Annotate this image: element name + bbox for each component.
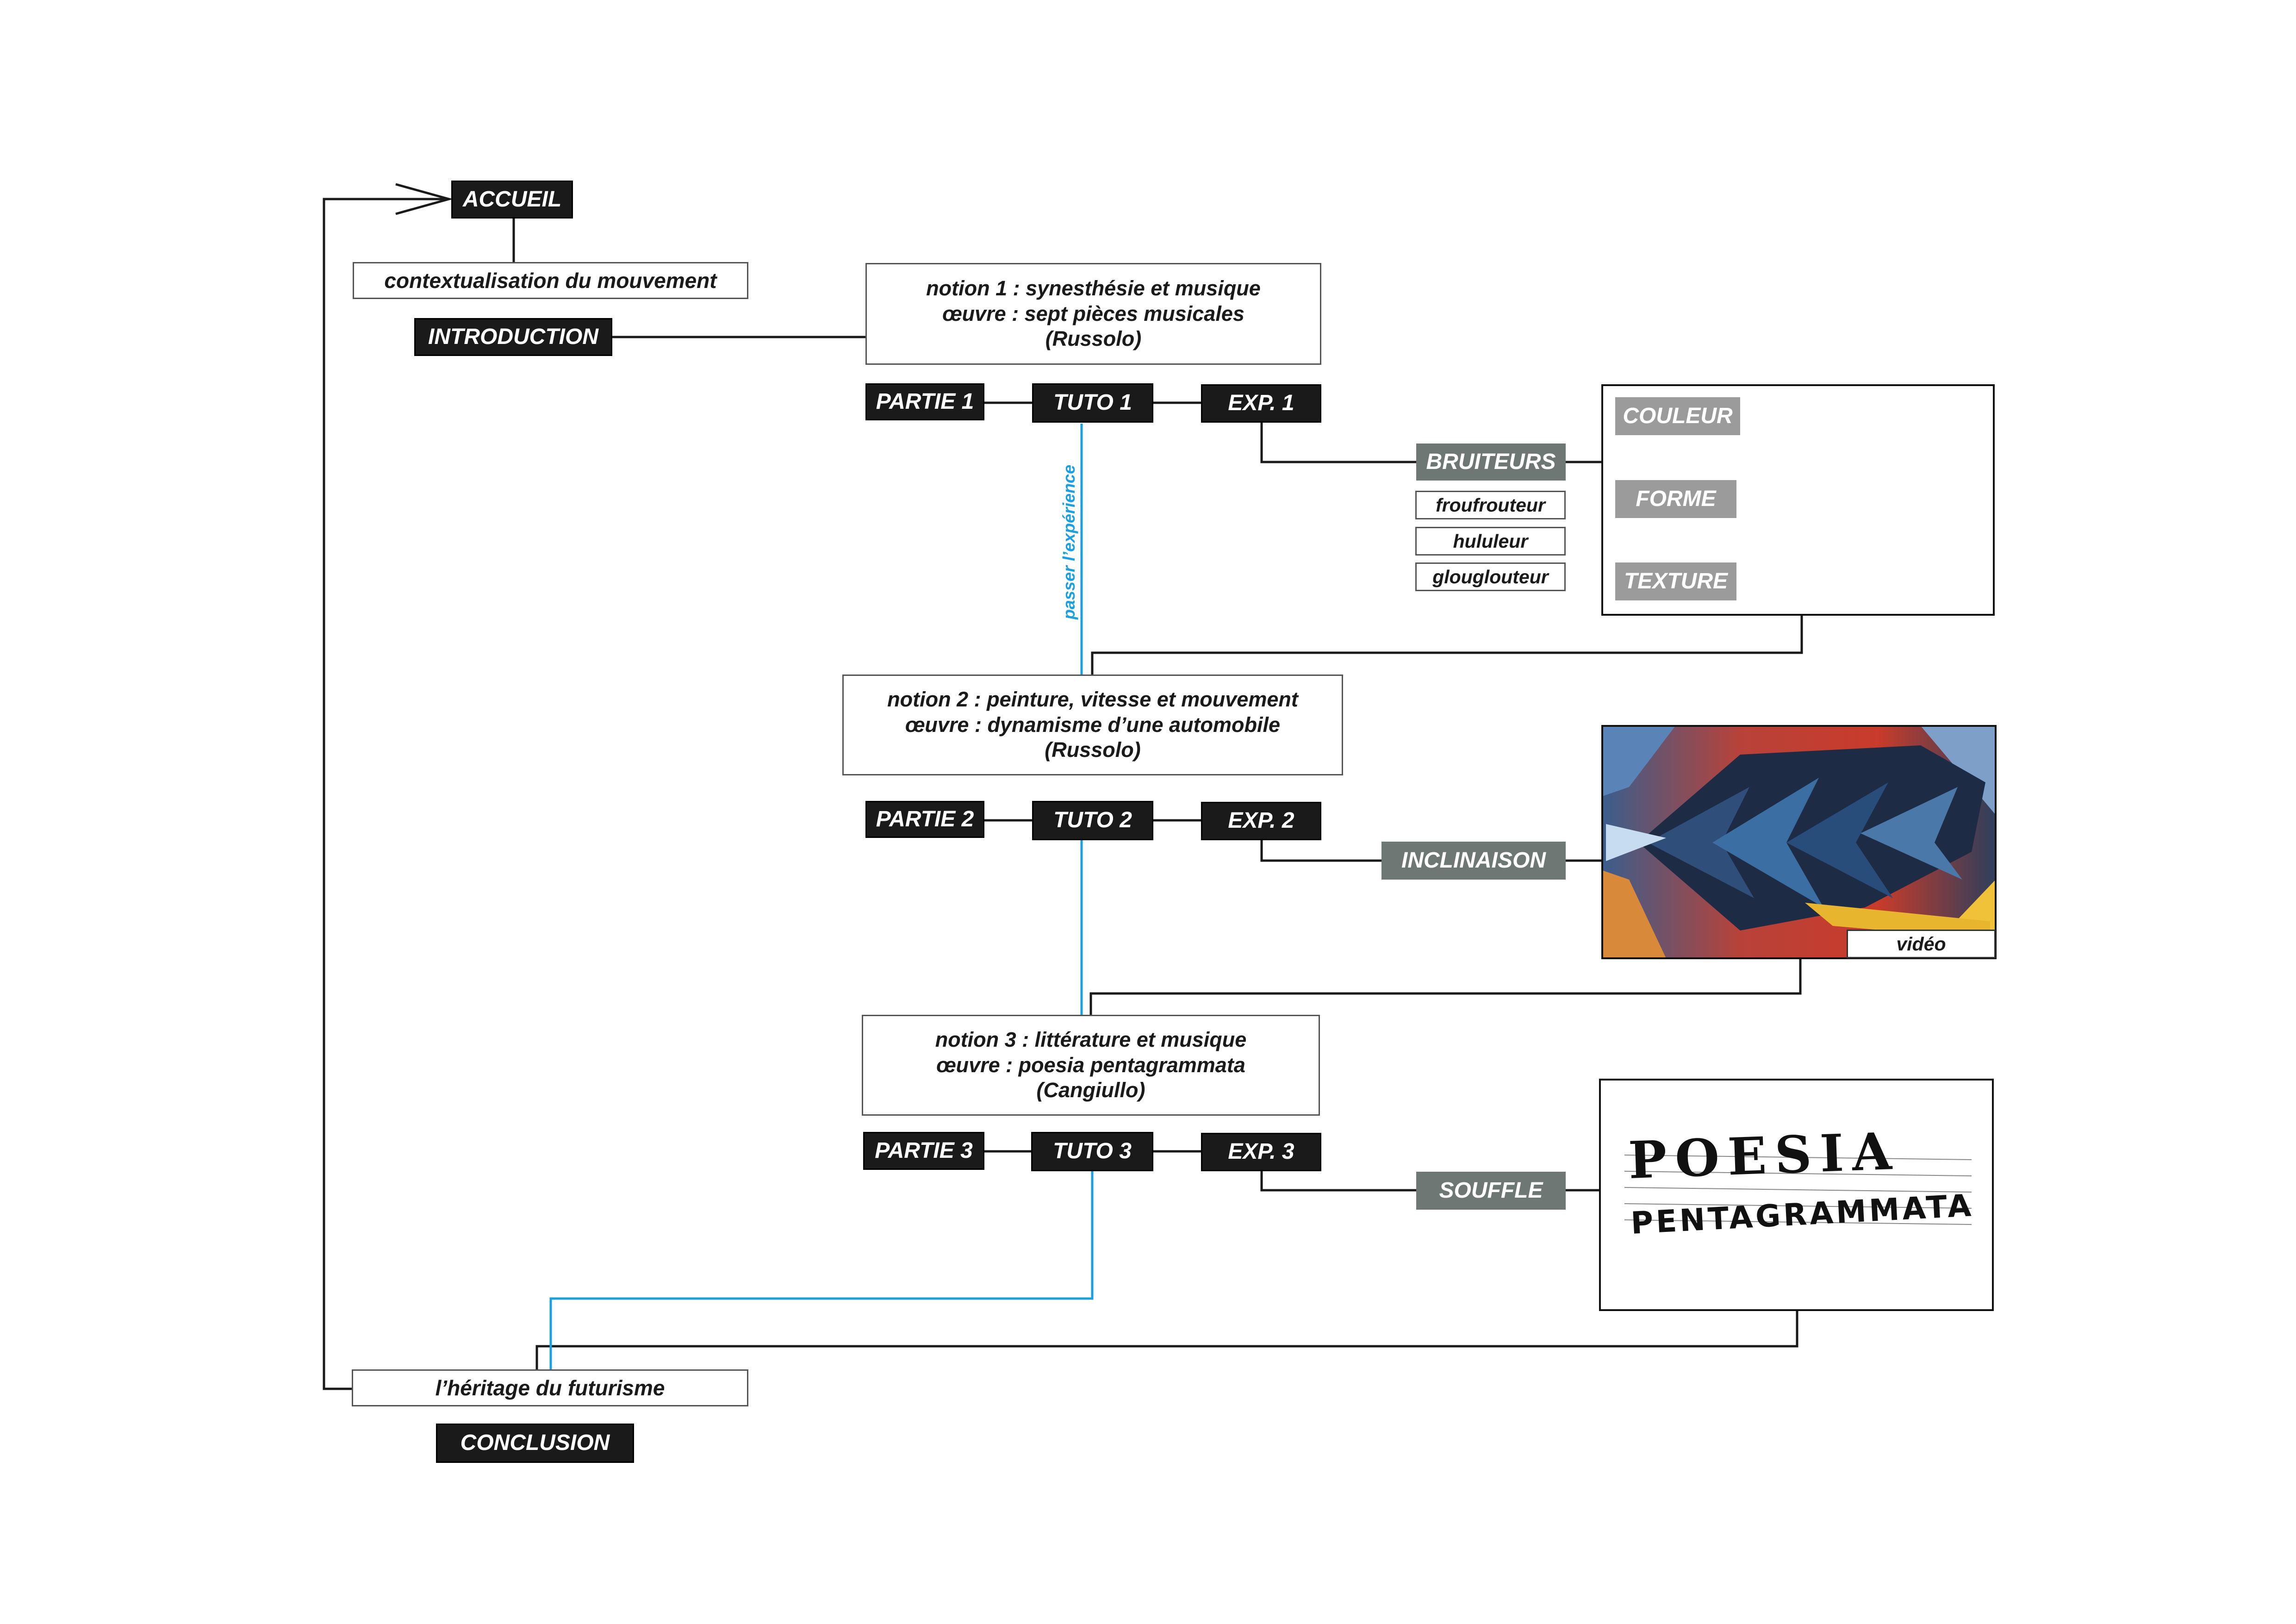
forme-node[interactable]: FORME xyxy=(1615,480,1736,518)
texture-node[interactable]: TEXTURE xyxy=(1615,562,1736,600)
poster-line-1: POESIA xyxy=(1627,1121,1901,1190)
exp3-node[interactable]: EXP. 3 xyxy=(1201,1133,1321,1171)
souffle-node[interactable]: SOUFFLE xyxy=(1416,1172,1566,1210)
notion2-node[interactable]: notion 2 : peinture, vitesse et mouvemen… xyxy=(842,675,1343,775)
tuto3-node[interactable]: TUTO 3 xyxy=(1031,1132,1153,1171)
poster-heritage-connector xyxy=(535,1310,1798,1369)
conclusion-node[interactable]: CONCLUSION xyxy=(436,1424,634,1463)
notion1-text: notion 1 : synesthésie et musique œuvre … xyxy=(926,276,1261,351)
glouglouteur-node[interactable]: glouglouteur xyxy=(1415,562,1566,591)
return-arrow-line xyxy=(323,198,449,1390)
inclinaison-node[interactable]: INCLINAISON xyxy=(1381,842,1566,880)
return-arrow-head xyxy=(395,183,454,215)
couleur-node[interactable]: COULEUR xyxy=(1615,397,1740,435)
heritage-node[interactable]: l’héritage du futurisme xyxy=(352,1369,748,1406)
partie3-node[interactable]: PARTIE 3 xyxy=(863,1132,984,1170)
video-label[interactable]: vidéo xyxy=(1847,930,1996,958)
partie1-node[interactable]: PARTIE 1 xyxy=(865,383,984,420)
exp2-inclinaison-connector xyxy=(1260,840,1383,862)
exp2-node[interactable]: EXP. 2 xyxy=(1201,802,1321,840)
partie2-node[interactable]: PARTIE 2 xyxy=(865,801,984,838)
painting-image xyxy=(1602,726,1996,958)
accueil-node[interactable]: ACCUEIL xyxy=(451,181,573,219)
skip-links xyxy=(549,424,1094,1369)
exp3-souffle-connector xyxy=(1260,1170,1418,1192)
notion3-node[interactable]: notion 3 : littérature et musique œuvre … xyxy=(862,1015,1320,1116)
exp1-bruiteurs-connector xyxy=(1260,422,1418,463)
contextualisation-node[interactable]: contextualisation du mouvement xyxy=(353,262,748,299)
skip-experience-label: passer l’expérience xyxy=(1059,464,1078,620)
exp1-node[interactable]: EXP. 1 xyxy=(1201,384,1321,423)
bruiteurs-node[interactable]: BRUITEURS xyxy=(1416,443,1566,481)
introduction-node[interactable]: INTRODUCTION xyxy=(414,318,612,356)
notion1-node[interactable]: notion 1 : synesthésie et musique œuvre … xyxy=(865,263,1321,365)
image-notion3-connector xyxy=(1089,959,1802,1015)
panel1-notion2-connector xyxy=(1091,616,1803,675)
poster-panel xyxy=(1599,1079,1994,1311)
froufrouteur-node[interactable]: froufrouteur xyxy=(1415,491,1566,519)
tuto1-node[interactable]: TUTO 1 xyxy=(1032,383,1153,423)
hululeur-node[interactable]: hululeur xyxy=(1415,527,1566,556)
painting-frame xyxy=(1601,725,1997,959)
tuto2-node[interactable]: TUTO 2 xyxy=(1032,801,1153,840)
notion2-text: notion 2 : peinture, vitesse et mouvemen… xyxy=(887,687,1298,762)
notion3-text: notion 3 : littérature et musique œuvre … xyxy=(935,1027,1247,1102)
poster-image: POESIA PENTAGRAMMATA xyxy=(1624,1121,1975,1241)
skip-link-3 xyxy=(549,1170,1094,1369)
